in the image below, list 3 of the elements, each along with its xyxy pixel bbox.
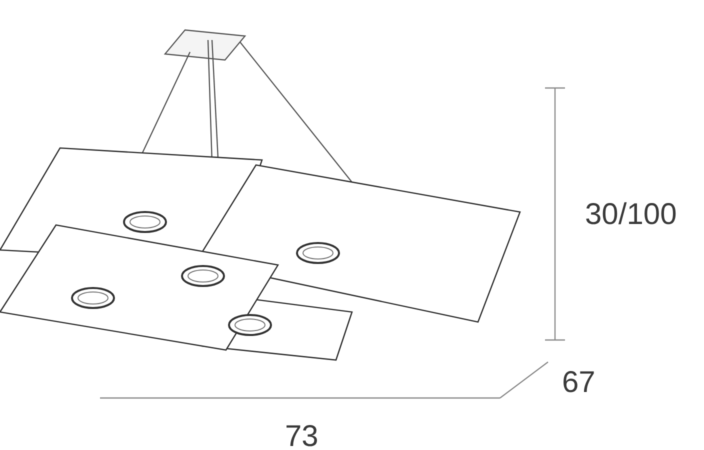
dimension-label: 73 — [285, 422, 318, 450]
dimension-label: 67 — [562, 368, 596, 398]
dimension-label: 30/100 — [585, 200, 677, 230]
